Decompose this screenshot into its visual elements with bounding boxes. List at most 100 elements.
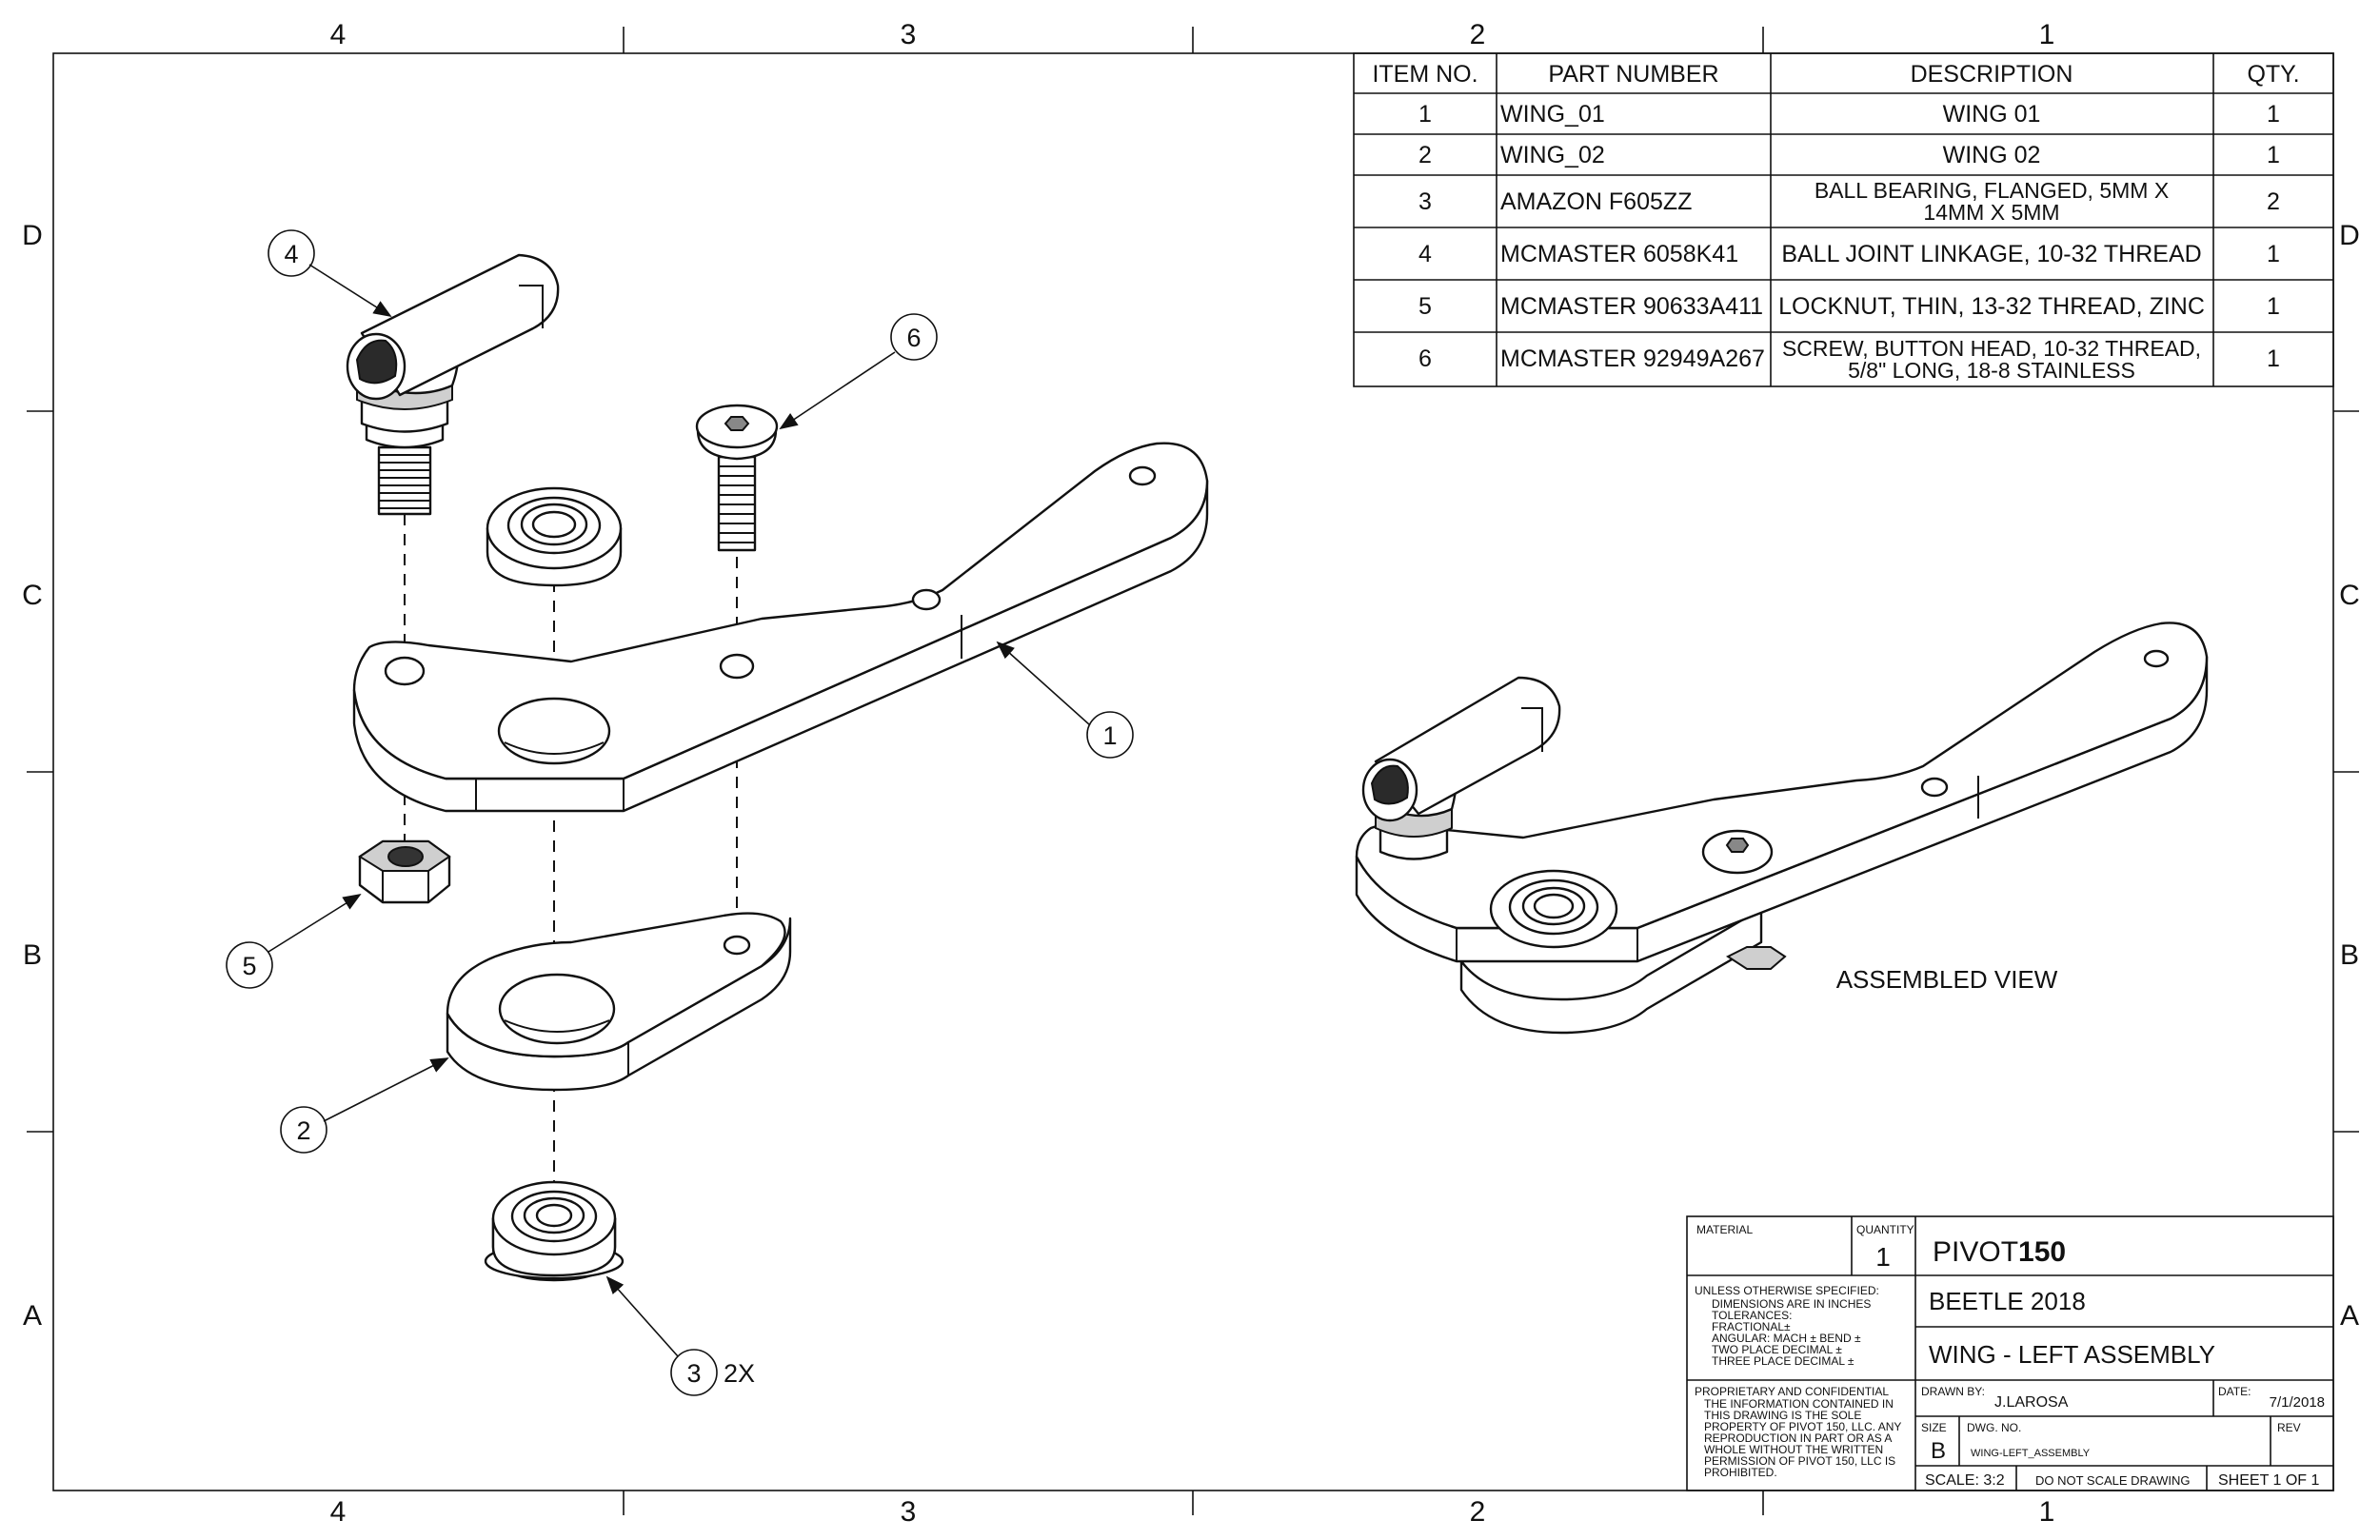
tolerance-line: TWO PLACE DECIMAL ±: [1712, 1343, 1842, 1356]
locknut-part: [358, 839, 451, 904]
quantity-label: QUANTITY: [1856, 1223, 1914, 1236]
company-prefix: PIVOT: [1933, 1236, 2018, 1268]
quantity-value: 1: [1875, 1242, 1891, 1272]
bom-item-no: 5: [1418, 293, 1432, 320]
tolerance-line: FRACTIONAL±: [1712, 1320, 1791, 1333]
sheet-number: SHEET 1 OF 1: [2218, 1472, 2320, 1489]
balloon-3-quantity: 2X: [724, 1359, 755, 1388]
proprietary-line: THIS DRAWING IS THE SOLE: [1704, 1409, 1861, 1422]
bom-description: BALL JOINT LINKAGE, 10-32 THREAD: [1781, 241, 2201, 267]
proprietary-line: THE INFORMATION CONTAINED IN: [1704, 1397, 1894, 1411]
bom-description: 14MM X 5MM: [1923, 200, 2059, 225]
bom-qty: 2: [2267, 188, 2280, 215]
bom-item-no: 1: [1418, 101, 1432, 128]
proprietary-line: PROHIBITED.: [1704, 1466, 1777, 1479]
drawn-by-value: J.LAROSA: [1994, 1394, 2069, 1411]
bearing-lower-part: [484, 1180, 625, 1282]
zone-col-label: 3: [901, 1496, 917, 1528]
project-name: BEETLE 2018: [1929, 1287, 2086, 1315]
drawn-by-label: DRAWN BY:: [1921, 1385, 1985, 1398]
rev-label: REV: [2277, 1421, 2301, 1434]
tolerance-line: DIMENSIONS ARE IN INCHES: [1712, 1297, 1871, 1311]
wing-01-part: [352, 442, 1209, 813]
bom-part-number: AMAZON F605ZZ: [1500, 188, 1692, 215]
tolerance-line: TOLERANCES:: [1712, 1309, 1792, 1322]
bom-row: 6 MCMASTER 92949A267 SCREW, BUTTON HEAD,…: [1418, 336, 2280, 383]
zone-row-label: D: [22, 220, 43, 251]
balloon-2-label: 2: [296, 1116, 310, 1145]
zone-labels: 4 3 2 1 4 3 2 1 D C B A D C B A: [22, 19, 2360, 1528]
bom-row: 1 WING_01 WING 01 1: [1418, 101, 2280, 128]
bom-description: WING 01: [1943, 101, 2041, 128]
do-not-scale-note: DO NOT SCALE DRAWING: [2035, 1473, 2191, 1488]
bom-row: 5 MCMASTER 90633A411 LOCKNUT, THIN, 13-3…: [1418, 293, 2280, 320]
bom-part-number: MCMASTER 90633A411: [1500, 293, 1763, 320]
balloon-4-label: 4: [284, 240, 298, 268]
bom-part-number: WING_01: [1500, 101, 1605, 128]
bom-row: 2 WING_02 WING 02 1: [1418, 142, 2280, 168]
zone-col-label: 1: [2039, 19, 2055, 50]
bom-row: 3 AMAZON F605ZZ BALL BEARING, FLANGED, 5…: [1418, 178, 2280, 225]
proprietary-line: PROPRIETARY AND CONFIDENTIAL: [1695, 1385, 1889, 1398]
tolerance-line: UNLESS OTHERWISE SPECIFIED:: [1695, 1284, 1879, 1297]
proprietary-line: REPRODUCTION IN PART OR AS A: [1704, 1431, 1892, 1445]
bom-item-no: 4: [1418, 241, 1432, 267]
zone-col-label: 1: [2039, 1496, 2055, 1528]
bom-qty: 1: [2267, 142, 2280, 168]
scale-value: SCALE: 3:2: [1925, 1472, 2005, 1489]
bom-item-no: 6: [1418, 346, 1432, 372]
bom-qty: 1: [2267, 293, 2280, 320]
zone-col-label: 3: [901, 19, 917, 50]
proprietary-line: PROPERTY OF PIVOT 150, LLC. ANY: [1704, 1420, 1901, 1433]
bom-header: DESCRIPTION: [1911, 61, 2073, 88]
bom-item-no: 3: [1418, 188, 1432, 215]
balloon-1: [1086, 711, 1134, 759]
zone-col-label: 4: [330, 19, 347, 50]
proprietary-line: PERMISSION OF PIVOT 150, LLC IS: [1704, 1454, 1895, 1468]
bom-description: 5/8" LONG, 18-8 STAINLESS: [1848, 358, 2135, 383]
zone-row-label: A: [2340, 1300, 2359, 1332]
bom-qty: 1: [2267, 101, 2280, 128]
balloon-6-label: 6: [906, 324, 921, 352]
assembled-view-label: ASSEMBLED VIEW: [1836, 965, 2058, 994]
balloon-1-label: 1: [1102, 721, 1117, 750]
date-label: DATE:: [2218, 1385, 2251, 1398]
bom-description: SCREW, BUTTON HEAD, 10-32 THREAD,: [1782, 336, 2201, 361]
zone-row-label: B: [23, 939, 42, 971]
tolerance-line: THREE PLACE DECIMAL ±: [1712, 1354, 1854, 1368]
company-suffix: 150: [2018, 1236, 2066, 1268]
zone-col-label: 4: [330, 1496, 347, 1528]
zone-row-label: D: [2339, 220, 2360, 251]
date-value: 7/1/2018: [2270, 1394, 2325, 1411]
balloon-callouts: 4 6 1 5 2 3 2X: [226, 229, 1134, 1396]
bom-qty: 1: [2267, 346, 2280, 372]
bom-row: 4 MCMASTER 6058K41 BALL JOINT LINKAGE, 1…: [1418, 241, 2280, 267]
bearing-upper-part: [486, 486, 623, 587]
size-label: SIZE: [1921, 1421, 1947, 1434]
balloon-3-label: 3: [686, 1359, 701, 1388]
zone-row-label: C: [2339, 580, 2360, 611]
balloon-6: [890, 313, 938, 361]
ball-joint-part: [346, 253, 560, 516]
tolerance-line: ANGULAR: MACH ± BEND ±: [1712, 1332, 1861, 1345]
company-name: PIVOT150: [1933, 1236, 2066, 1268]
zone-col-label: 2: [1470, 19, 1486, 50]
zone-row-label: C: [22, 580, 43, 611]
zone-row-label: B: [2340, 939, 2359, 971]
bom-header: QTY.: [2247, 61, 2299, 88]
balloon-3: [670, 1349, 718, 1396]
wing-02-part: [446, 912, 792, 1092]
balloon-5-label: 5: [242, 952, 256, 980]
assembled-view: ASSEMBLED VIEW: [1355, 622, 2209, 1035]
bom-part-number: WING_02: [1500, 142, 1605, 168]
balloon-2: [280, 1106, 327, 1154]
zone-col-label: 2: [1470, 1496, 1486, 1528]
balloon-5: [226, 941, 273, 989]
title-block: MATERIAL QUANTITY 1 PIVOT150 BEETLE 2018…: [1686, 1215, 2334, 1491]
bom-qty: 1: [2267, 241, 2280, 267]
bom-description: BALL BEARING, FLANGED, 5MM X: [1815, 178, 2169, 203]
bom-description: WING 02: [1943, 142, 2041, 168]
screw-part: [695, 404, 779, 552]
proprietary-line: WHOLE WITHOUT THE WRITTEN: [1704, 1443, 1883, 1456]
